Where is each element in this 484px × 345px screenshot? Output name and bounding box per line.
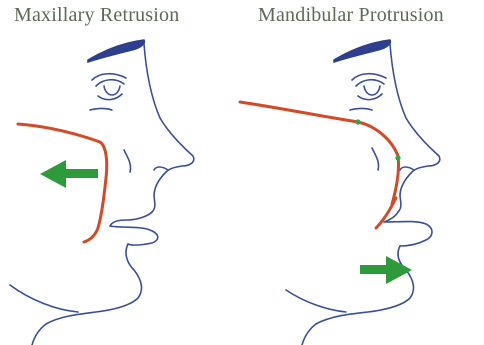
arrow-left-icon xyxy=(40,160,98,188)
profile-line-upper-left xyxy=(144,44,194,212)
chin-neck-right xyxy=(302,246,413,345)
nostril-left xyxy=(154,167,168,170)
eyebrow-left xyxy=(88,40,144,62)
arrow-right-icon xyxy=(360,256,412,284)
mandible-outline-right xyxy=(376,198,396,228)
eye-left xyxy=(90,74,126,110)
face-profile-right xyxy=(286,40,440,345)
lips-left xyxy=(110,212,158,245)
landmark-dot-lower xyxy=(395,155,400,160)
chin-neck-left xyxy=(32,244,141,345)
eyebrow-right xyxy=(334,40,390,62)
lips-right xyxy=(384,212,432,246)
cheek-line-right xyxy=(372,148,379,170)
nostril-right xyxy=(400,167,414,170)
landmark-dot-upper xyxy=(355,119,360,124)
face-profile-left xyxy=(10,40,194,345)
jaw-line-right xyxy=(286,290,346,312)
jaw-line-left xyxy=(10,285,78,312)
cheek-line-left xyxy=(124,150,131,172)
eye-right xyxy=(350,74,386,110)
